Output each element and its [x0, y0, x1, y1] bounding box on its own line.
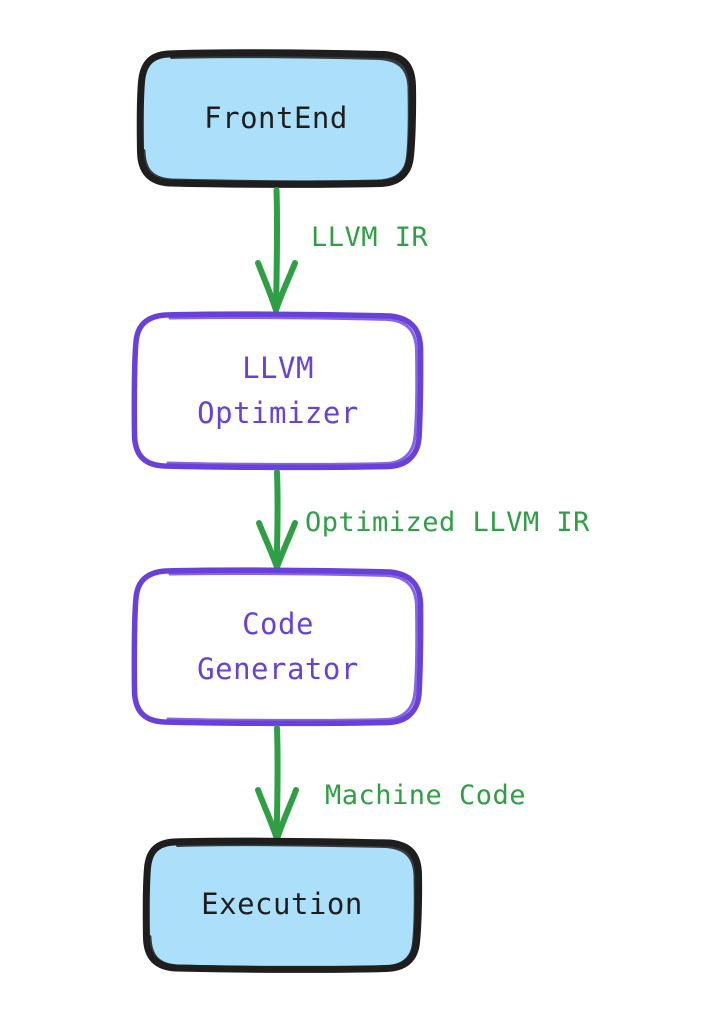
node-codegen-sketch-overstroke	[166, 572, 419, 722]
node-frontend-sketch-overstroke	[141, 54, 412, 185]
node-codegen-shape	[131, 567, 424, 727]
edge-frontend-optimizer-head2	[273, 260, 298, 313]
edge-codegen-execution-head2	[274, 787, 299, 842]
edge-label-optimized-llvm-ir: Optimized LLVM IR	[305, 507, 590, 538]
edge-label-llvm-ir: LLVM IR	[311, 222, 429, 253]
edge-optimizer-codegen-arrow	[256, 469, 298, 570]
node-execution-shape	[142, 837, 423, 973]
node-execution-sketch-overstroke	[147, 842, 418, 971]
node-frontend-shape	[136, 49, 417, 188]
edge-codegen-execution-line	[273, 725, 281, 841]
node-execution[interactable]	[142, 837, 423, 973]
node-codegen[interactable]	[131, 567, 424, 727]
edge-optimizer-codegen-head2	[274, 520, 298, 570]
edge-label-machine-code: Machine Code	[325, 780, 527, 811]
edge-frontend-optimizer-line	[273, 187, 281, 311]
edge-optimizer-codegen-line	[273, 469, 281, 569]
edge-frontend-optimizer-head	[255, 260, 279, 313]
node-frontend[interactable]	[136, 49, 417, 188]
edge-frontend-optimizer-arrow	[255, 187, 298, 313]
edge-codegen-execution-arrow	[255, 725, 299, 842]
node-optimizer[interactable]	[131, 311, 424, 471]
node-optimizer-sketch-overstroke	[166, 316, 419, 466]
node-optimizer-shape	[131, 311, 424, 471]
